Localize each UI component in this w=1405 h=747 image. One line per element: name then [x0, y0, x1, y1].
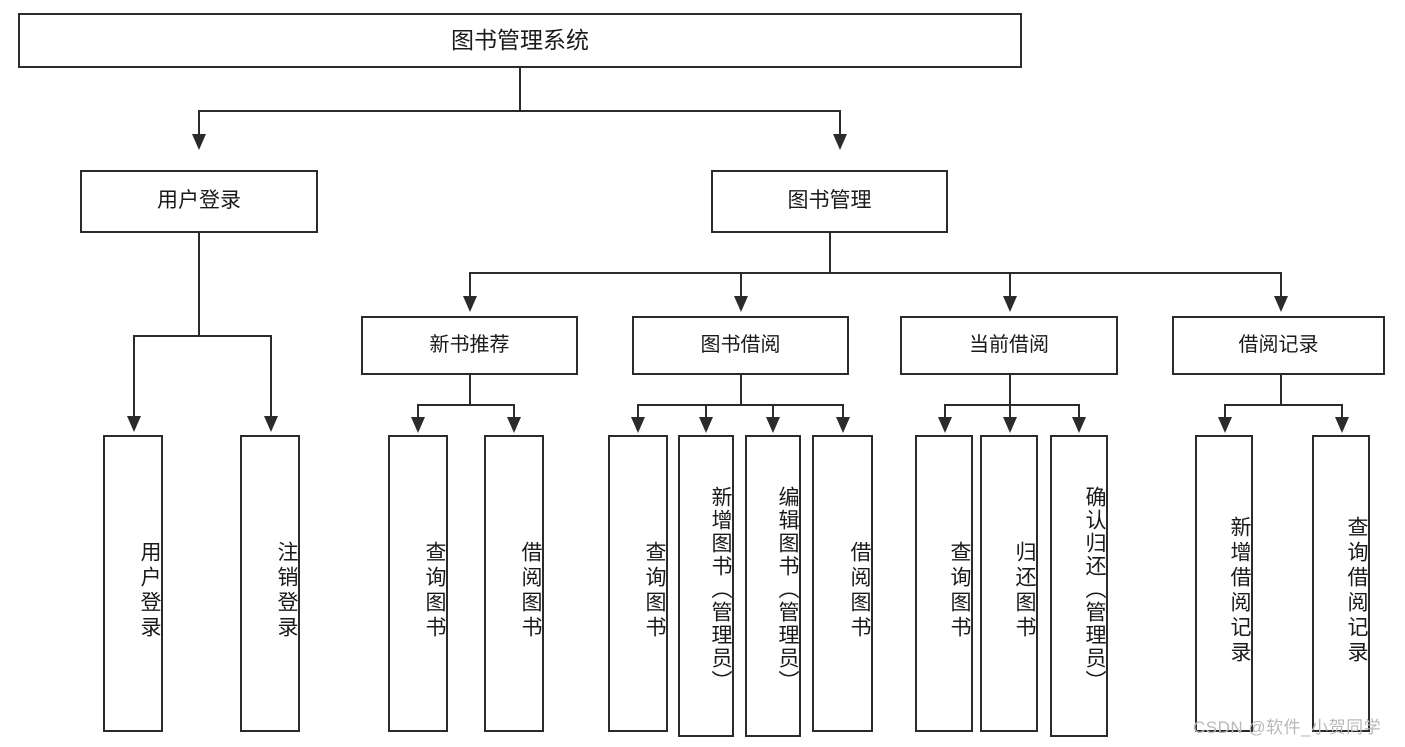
connector-bm-drop-3 [1009, 272, 1011, 298]
arrowhead-nbr-leaf-1 [411, 417, 425, 433]
connector-bb-drop-3 [772, 404, 774, 419]
arrowhead-to-book-management [833, 134, 847, 150]
connector-book-management-stem [829, 233, 831, 272]
arrowhead-bb-leaf-3 [766, 417, 780, 433]
leaf-br-query-record[interactable]: 查询借阅记录 [1312, 435, 1370, 732]
connector-bb-drop-4 [842, 404, 844, 419]
node-label: 查询图书 [643, 540, 666, 641]
arrowhead-to-current-borrow [1003, 296, 1017, 312]
node-label: 图书管理 [787, 189, 872, 213]
leaf-cb-return-book[interactable]: 归还图书 [980, 435, 1038, 732]
connector-user-login-drop-1 [133, 335, 135, 418]
arrowhead-to-user-login-leaf [127, 416, 141, 432]
connector-nbr-drop-1 [417, 404, 419, 419]
connector-user-login-drop-2 [270, 335, 272, 418]
node-label: 归还图书 [1013, 540, 1036, 641]
node-label: 用户登录 [157, 189, 241, 213]
node-label: 用户登录 [138, 540, 161, 641]
connector-root-stem [519, 68, 521, 110]
arrowhead-bb-leaf-1 [631, 417, 645, 433]
node-label: 图书借阅 [700, 334, 781, 356]
arrowhead-to-user-login [192, 134, 206, 150]
arrowhead-cb-leaf-1 [938, 417, 952, 433]
leaf-br-add-record[interactable]: 新增借阅记录 [1195, 435, 1253, 732]
connector-br-stem [1280, 375, 1282, 404]
connector-bb-drop-1 [637, 404, 639, 419]
connector-bm-drop-1 [469, 272, 471, 298]
node-book-management[interactable]: 图书管理 [711, 170, 948, 233]
connector-bm-drop-4 [1280, 272, 1282, 298]
node-label: 新增借阅记录 [1228, 515, 1251, 666]
arrowhead-nbr-leaf-2 [507, 417, 521, 433]
leaf-bb-add-book-admin[interactable]: 新增图书（管理员） [678, 435, 734, 737]
connector-user-login-stem [198, 233, 200, 335]
node-label: 借阅图书 [519, 540, 542, 641]
leaf-logout[interactable]: 注销登录 [240, 435, 300, 732]
node-label: 编辑图书（管理员） [776, 485, 799, 693]
connector-cb-drop-1 [944, 404, 946, 419]
node-label: 图书管理系统 [451, 27, 589, 54]
arrowhead-cb-leaf-2 [1003, 417, 1017, 433]
node-label: 借阅记录 [1238, 334, 1319, 356]
arrowhead-br-leaf-2 [1335, 417, 1349, 433]
connector-bb-stem [740, 375, 742, 404]
connector-br-bus [1224, 404, 1342, 406]
connector-cb-drop-2 [1009, 404, 1011, 419]
leaf-user-login[interactable]: 用户登录 [103, 435, 163, 732]
leaf-cb-query-book[interactable]: 查询图书 [915, 435, 973, 732]
connector-bm-drop-2 [740, 272, 742, 298]
connector-cb-bus [944, 404, 1079, 406]
connector-cb-stem [1009, 375, 1011, 404]
node-label: 查询借阅记录 [1345, 515, 1368, 666]
node-label: 查询图书 [423, 540, 446, 641]
arrowhead-to-book-borrow [734, 296, 748, 312]
connector-bb-bus [637, 404, 843, 406]
connector-br-drop-1 [1224, 404, 1226, 419]
arrowhead-cb-leaf-3 [1072, 417, 1086, 433]
node-label: 新书推荐 [429, 334, 510, 356]
arrowhead-br-leaf-1 [1218, 417, 1232, 433]
node-current-borrow[interactable]: 当前借阅 [900, 316, 1118, 375]
connector-root-drop-2 [839, 110, 841, 137]
node-borrow-record[interactable]: 借阅记录 [1172, 316, 1385, 375]
leaf-bb-query-book[interactable]: 查询图书 [608, 435, 668, 732]
connector-nbr-drop-2 [513, 404, 515, 419]
node-root-library-system[interactable]: 图书管理系统 [18, 13, 1022, 68]
leaf-nbr-borrow-book[interactable]: 借阅图书 [484, 435, 544, 732]
arrowhead-to-logout-leaf [264, 416, 278, 432]
leaf-cb-confirm-return-admin[interactable]: 确认归还（管理员） [1050, 435, 1108, 737]
node-label: 当前借阅 [969, 334, 1049, 356]
leaf-nbr-query-book[interactable]: 查询图书 [388, 435, 448, 732]
leaf-bb-borrow-book[interactable]: 借阅图书 [812, 435, 873, 732]
node-label: 借阅图书 [848, 540, 871, 641]
node-label: 注销登录 [275, 540, 298, 641]
connector-nbr-bus [417, 404, 514, 406]
connector-bb-drop-2 [705, 404, 707, 419]
connector-cb-drop-3 [1078, 404, 1080, 419]
node-label: 新增图书（管理员） [709, 485, 732, 693]
arrowhead-to-new-book-recommend [463, 296, 477, 312]
arrowhead-to-borrow-record [1274, 296, 1288, 312]
node-user-login[interactable]: 用户登录 [80, 170, 318, 233]
connector-user-login-bus [133, 335, 270, 337]
connector-book-management-bus [469, 272, 1282, 274]
connector-root-bus [198, 110, 841, 112]
node-label: 确认归还（管理员） [1083, 485, 1106, 693]
node-book-borrow[interactable]: 图书借阅 [632, 316, 849, 375]
node-label: 查询图书 [948, 540, 971, 641]
connector-br-drop-2 [1341, 404, 1343, 419]
arrowhead-bb-leaf-2 [699, 417, 713, 433]
connector-nbr-stem [469, 375, 471, 404]
leaf-bb-edit-book-admin[interactable]: 编辑图书（管理员） [745, 435, 801, 737]
node-new-book-recommend[interactable]: 新书推荐 [361, 316, 578, 375]
connector-root-drop-1 [198, 110, 200, 137]
arrowhead-bb-leaf-4 [836, 417, 850, 433]
